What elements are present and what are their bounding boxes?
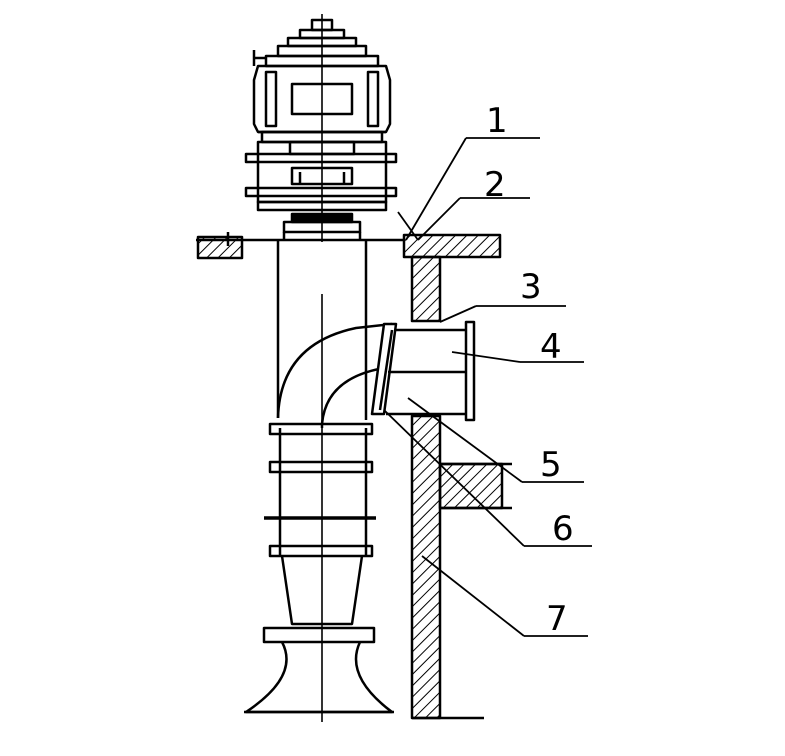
center-lines	[300, 14, 344, 722]
callout-label-4: 4	[540, 327, 562, 367]
callout-label-1: 1	[486, 101, 508, 141]
callout-label-2: 2	[484, 165, 506, 205]
wall-structure	[402, 233, 512, 720]
motor	[244, 18, 398, 212]
leader-lines	[383, 137, 592, 637]
callout-label-5: 5	[540, 445, 562, 485]
callout-label-3: 3	[520, 267, 542, 307]
callout-label-6: 6	[552, 509, 574, 549]
discharge-pipe	[370, 320, 476, 422]
base-plate	[196, 232, 404, 260]
pump-column	[244, 240, 394, 714]
callout-label-7: 7	[546, 599, 568, 639]
